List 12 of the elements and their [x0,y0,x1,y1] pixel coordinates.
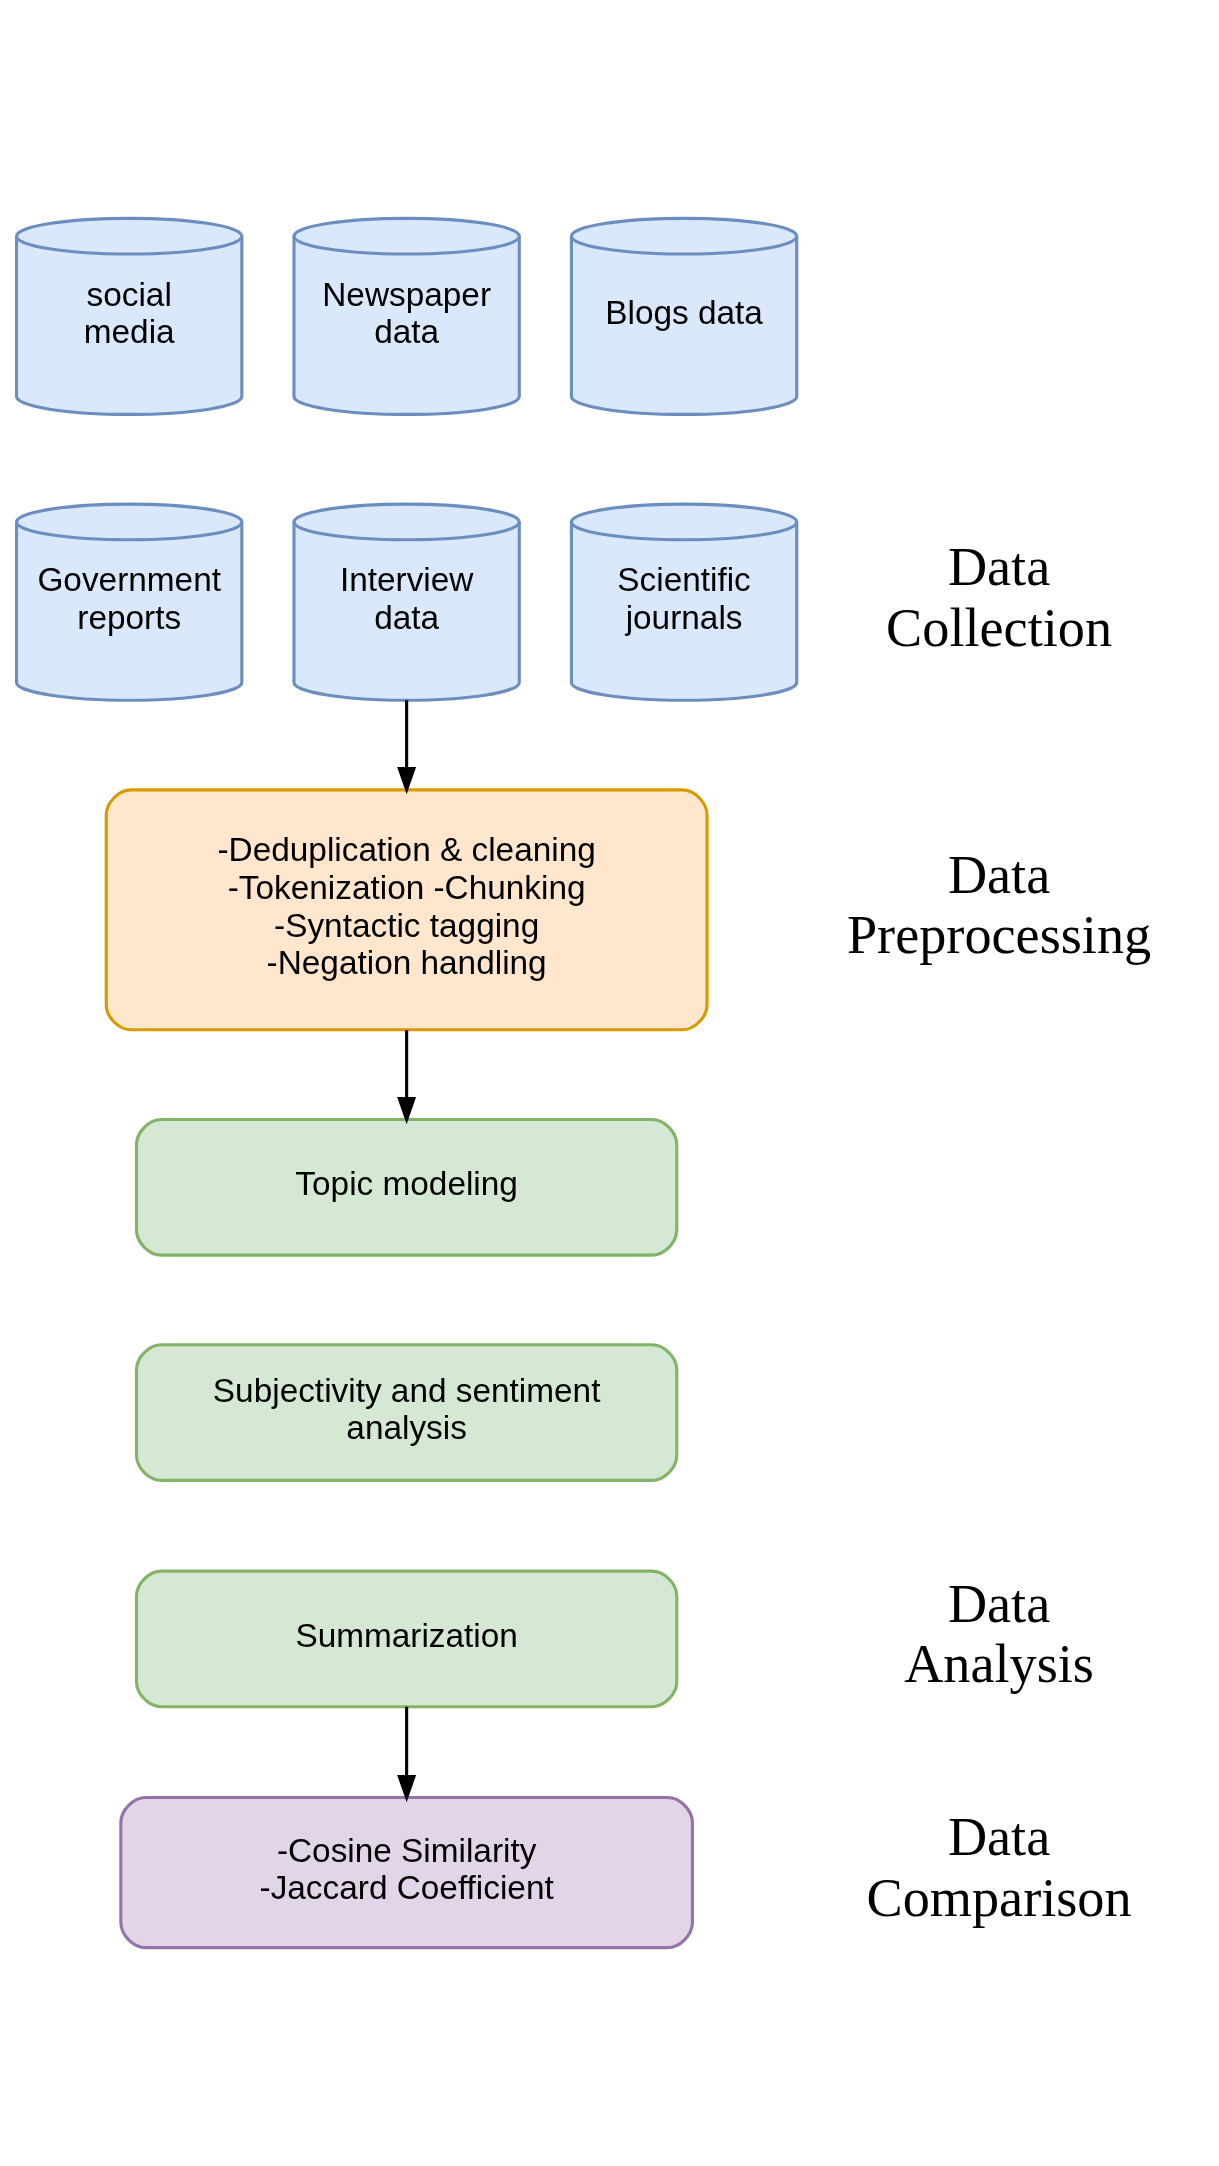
arrow [397,1706,417,1803]
node-box: Subjectivity and sentiment analysis [134,1343,679,1482]
label: Data Analysis [904,1573,1094,1695]
node-box: -Cosine Similarity -Jaccard Coefficient [119,1795,694,1950]
label: Data Comparison [866,1807,1132,1928]
node-box: -Deduplication & cleaning -Tokenization -Chunking -Syntactic tagging -Negation handling [104,788,709,1032]
label: Data Preprocessing [846,844,1152,966]
arrow [397,1030,417,1125]
node-box: Topic modeling [134,1117,679,1257]
label: Data Collection [886,537,1113,658]
node-box: Summarization [134,1569,679,1709]
arrow [397,700,417,795]
